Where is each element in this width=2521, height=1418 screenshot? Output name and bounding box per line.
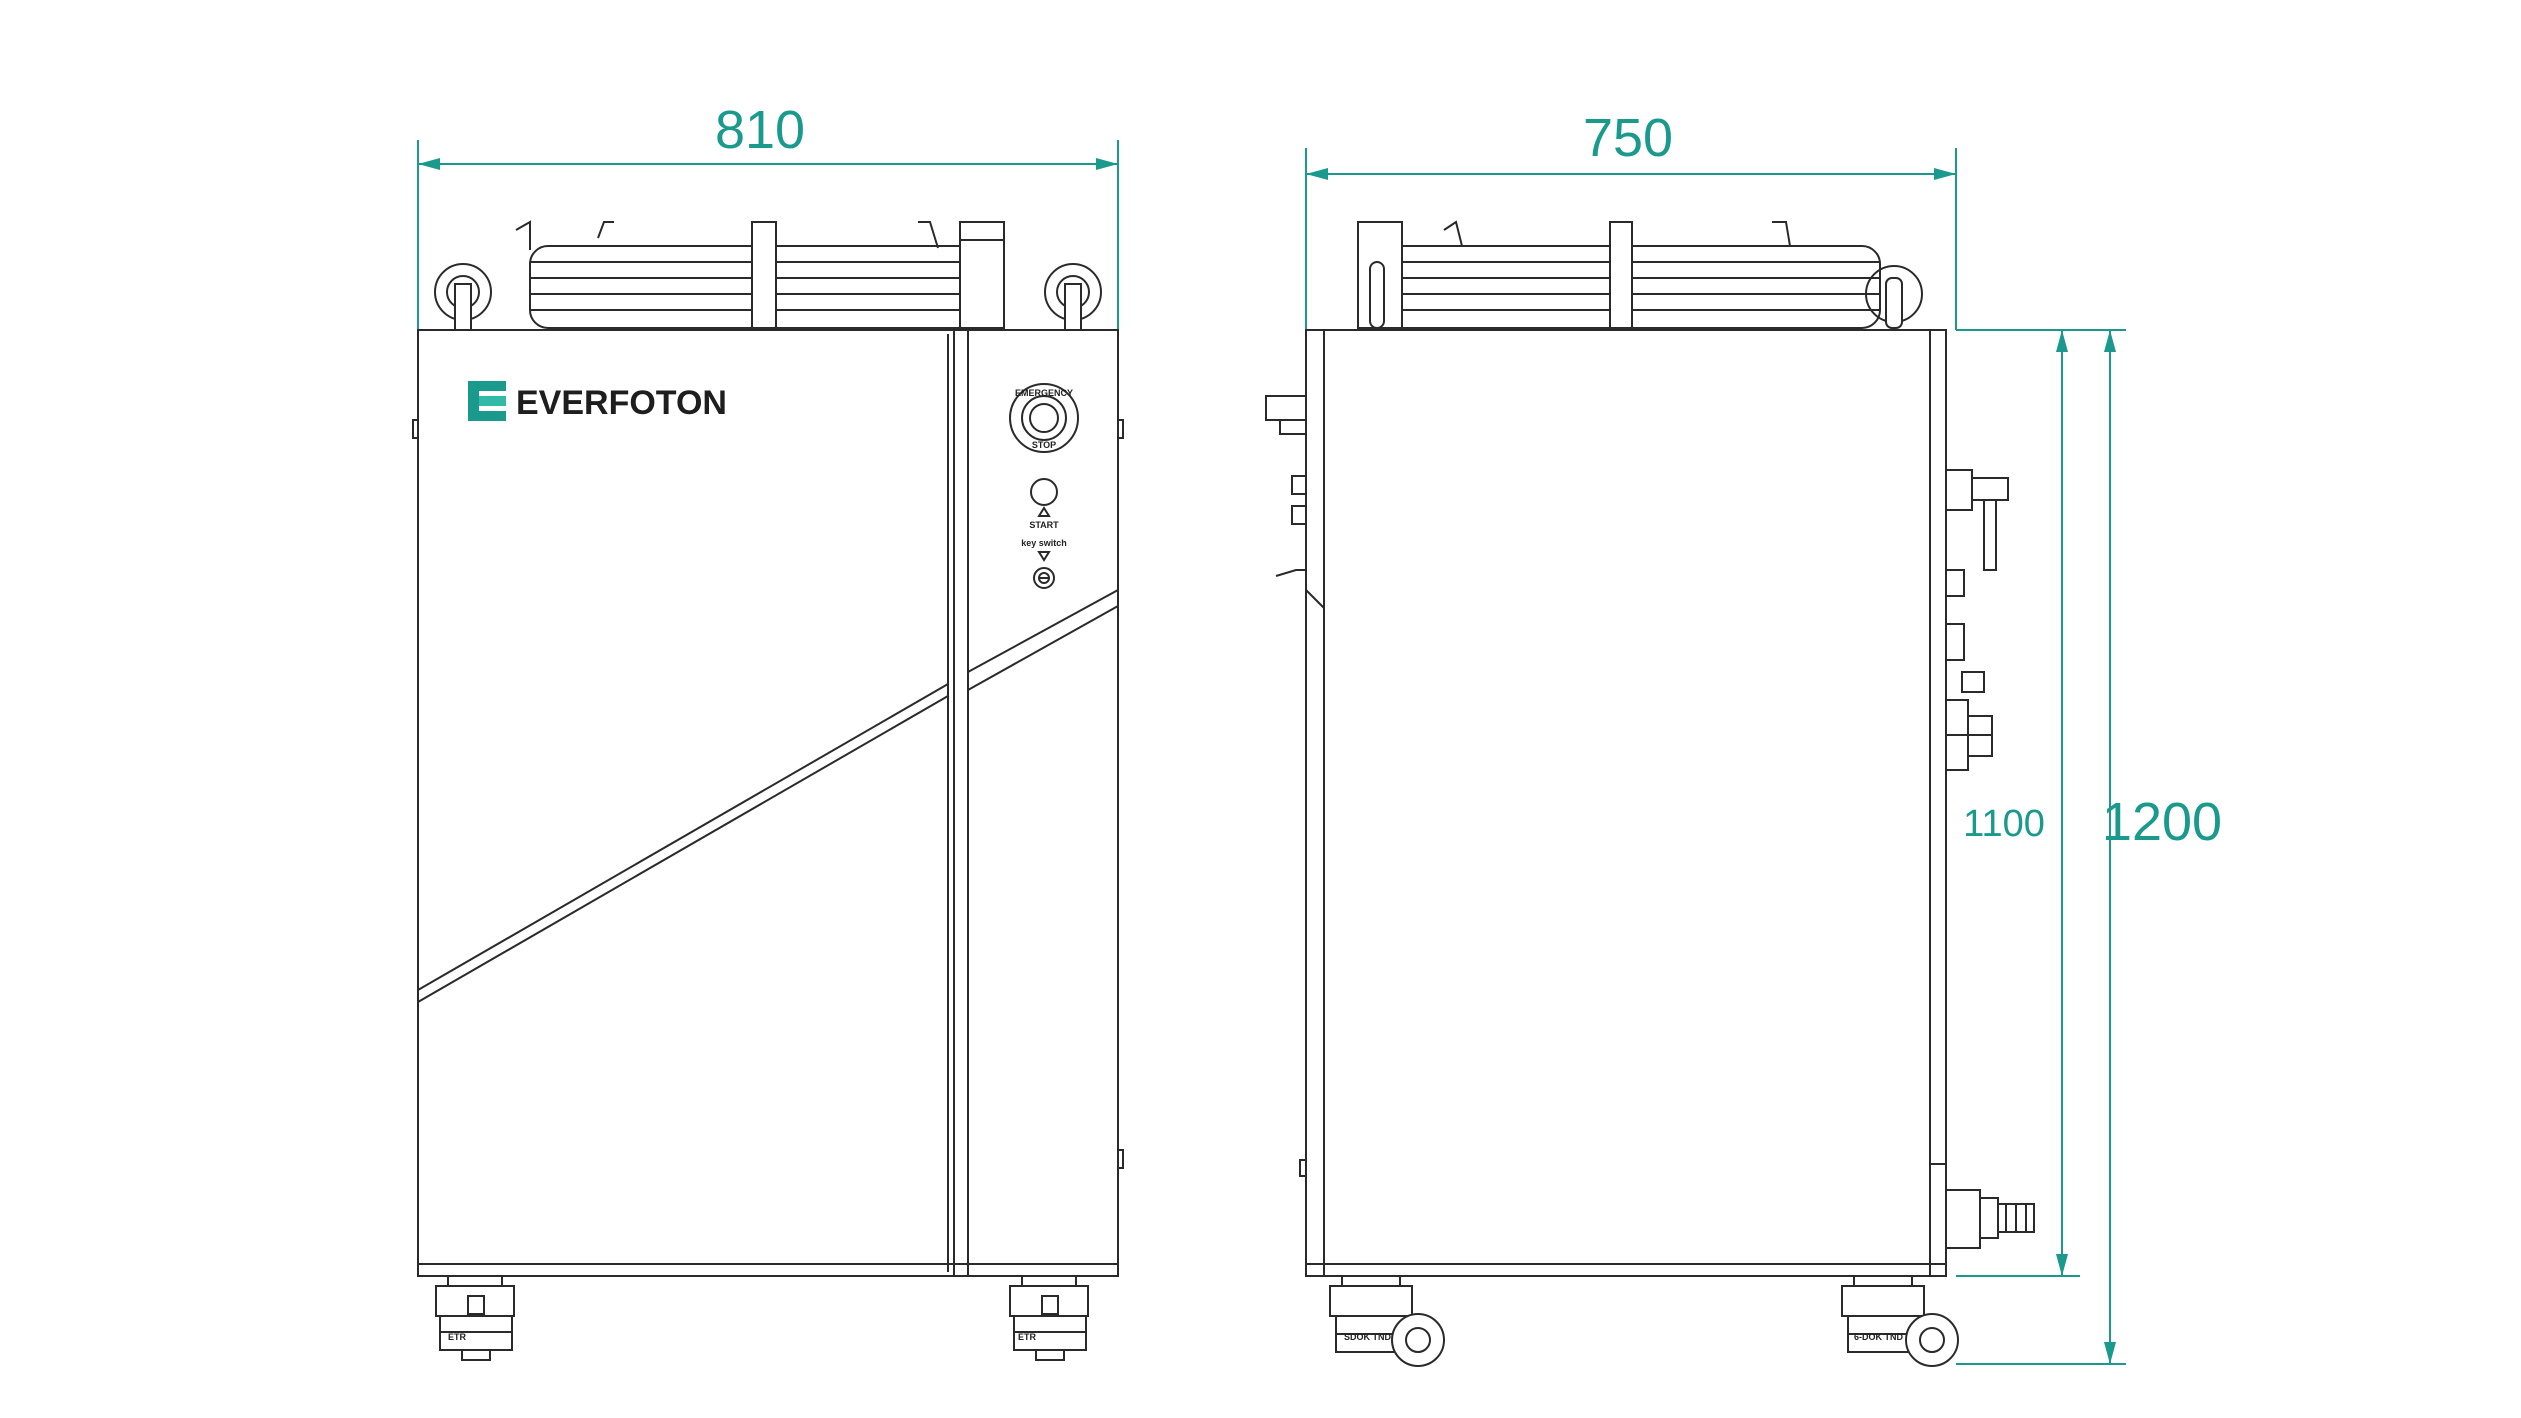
side-caster-right: 6-DOK TND <box>1841 1275 1959 1367</box>
brand-logo: EVERFOTON <box>468 381 727 422</box>
front-caster-right: ETR <box>1009 1275 1089 1361</box>
height-dimension-1100: 1100 <box>1956 329 2080 1277</box>
brand-name: EVERFOTON <box>516 384 727 422</box>
side-width-dimension: 750 <box>1305 108 1957 330</box>
front-width-label: 810 <box>715 100 805 160</box>
side-caster-label-right: 6-DOK TND <box>1854 1332 1903 1342</box>
side-caster-left: SDOK TND <box>1329 1275 1445 1367</box>
up-triangle-icon <box>1037 506 1051 517</box>
front-top-assembly <box>434 220 1102 331</box>
side-cabinet <box>1265 329 2035 1277</box>
key-switch[interactable]: key switch <box>1021 538 1067 589</box>
down-triangle-icon <box>1037 551 1051 562</box>
caster-label-left: ETR <box>448 1332 467 1342</box>
emergency-label-top: EMERGENCY <box>1015 388 1073 398</box>
front-view: 810 <box>412 100 1124 1361</box>
side-top-assembly <box>1357 220 1923 329</box>
start-button[interactable]: START <box>1029 478 1059 530</box>
front-cabinet <box>412 329 1124 1277</box>
front-width-dimension: 810 <box>417 100 1119 330</box>
emergency-stop-button[interactable]: EMERGENCY STOP <box>1009 383 1079 453</box>
caster-label-right: ETR <box>1018 1332 1037 1342</box>
key-switch-label: key switch <box>1021 538 1067 548</box>
height-total-label: 1200 <box>2102 792 2222 852</box>
start-label: START <box>1029 520 1059 530</box>
emergency-label-bottom: STOP <box>1032 440 1056 450</box>
control-panel: EMERGENCY STOP START key switch <box>1009 383 1079 589</box>
height-dimension-1200: 1200 <box>1956 329 2222 1365</box>
height-inner-label: 1100 <box>1963 803 2045 845</box>
brand-logo-icon <box>468 381 506 421</box>
side-width-label: 750 <box>1583 108 1673 168</box>
side-view: 750 1100 1200 <box>1265 108 2222 1367</box>
side-caster-label-left: SDOK TND <box>1344 1332 1392 1342</box>
front-caster-left: ETR <box>435 1275 515 1361</box>
